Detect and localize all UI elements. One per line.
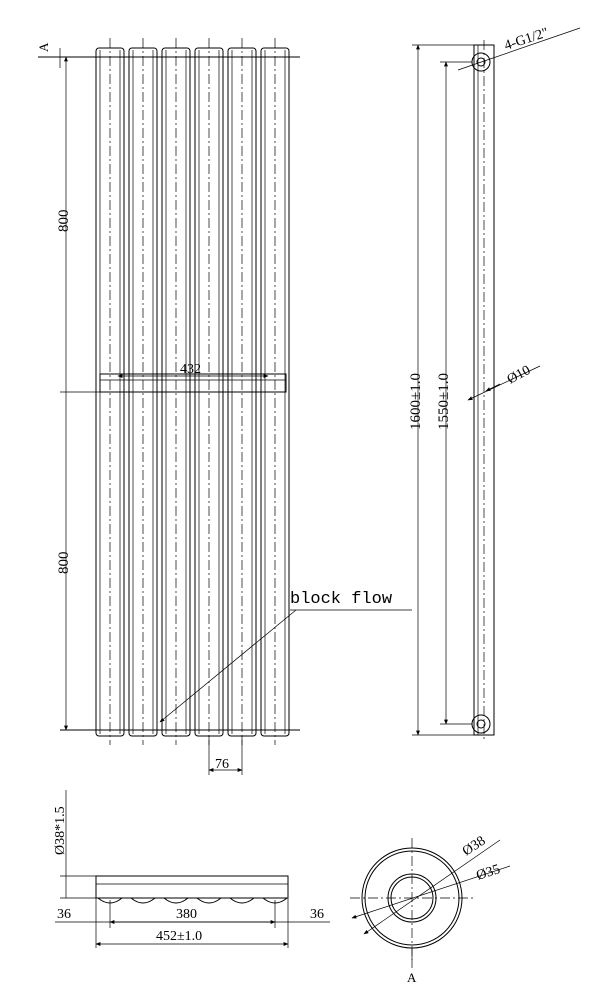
dimension-overall-height: 1600±1.0 (408, 373, 424, 430)
dimension-centre-width: 380 (176, 907, 197, 922)
dimension-bar-width: 432 (180, 362, 201, 377)
dimension-height-lower: 800 (56, 552, 72, 575)
label-tube-spec: Ø38*1.5 (53, 806, 68, 855)
front-view: A 800 800 (36, 38, 412, 775)
horizontal-bar: 432 (99, 362, 287, 393)
section-view: Ø38 Ø35 A (350, 834, 511, 985)
bottom-view: Ø38*1.5 36 380 36 452±1.0 (53, 790, 330, 948)
label-bar-diameter: Ø10 (505, 363, 533, 388)
dimension-right-offset: 36 (310, 907, 324, 922)
note-block-flow: block flow (290, 590, 393, 609)
dimension-overall-width: 452±1.0 (156, 929, 202, 944)
dimension-tube-pitch: 76 (215, 757, 229, 772)
section-marker-a-bottom: A (407, 970, 417, 985)
dimension-centre-height: 1550±1.0 (436, 373, 452, 430)
dimension-left-offset: 36 (57, 907, 71, 922)
label-connection: 4-G1/2" (503, 26, 551, 54)
label-outer-diameter: Ø38 (460, 834, 488, 860)
tube-profiles (97, 897, 288, 904)
section-marker-a-top: A (36, 42, 51, 52)
dimension-height-upper: 800 (56, 210, 72, 233)
side-view: 1600±1.0 1550±1.0 4-G1/2" Ø10 (408, 26, 581, 742)
label-inner-diameter: Ø35 (475, 862, 503, 884)
